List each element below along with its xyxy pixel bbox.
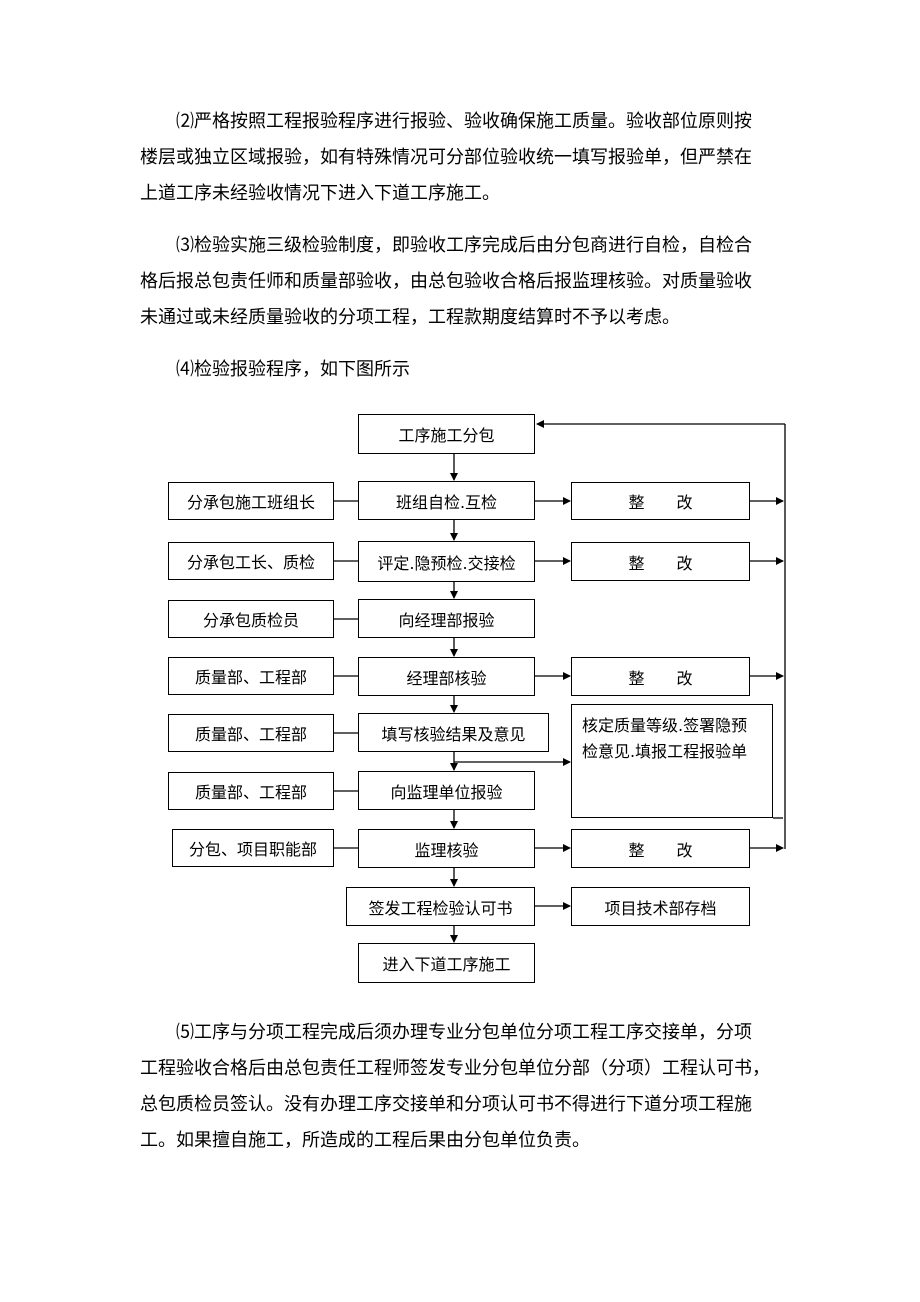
paragraph-4: ⑷检验报验程序，如下图所示 (140, 352, 790, 388)
step-report-to-supervisor: 向监理单位报验 (358, 771, 535, 810)
step-evaluation-inspection: 评定.隐预检.交接检 (358, 541, 535, 582)
text-line: ⑶检验实施三级检验制度，即验收工序完成后由分包商进行自检，自检合 (176, 235, 752, 256)
text-line: 格后报总包责任师和质量部验收，由总包验收合格后报监理核验。对质量验收 (140, 271, 752, 292)
rectify-box: 整 改 (571, 482, 750, 520)
paragraph-2: ⑵严格按照工程报验程序进行报验、验收确保施工质量。验收部位原则按 楼层或独立区域… (140, 104, 790, 212)
step-team-self-check: 班组自检.互检 (358, 481, 535, 520)
role-foreman-inspector: 分承包工长、质检 (168, 542, 334, 580)
text-line: ⑷检验报验程序，如下图所示 (176, 359, 410, 380)
step-fill-results: 填写核验结果及意见 (358, 713, 549, 752)
role-quality-engineering: 质量部、工程部 (168, 714, 334, 752)
rectify-box: 整 改 (571, 829, 750, 868)
text-line: 工。如果擅自施工，所造成的工程后果由分包单位负责。 (140, 1130, 590, 1151)
paragraph-3: ⑶检验实施三级检验制度，即验收工序完成后由分包商进行自检，自检合 格后报总包责任… (140, 228, 790, 336)
paragraph-5: ⑸工序与分项工程完成后须办理专业分包单位分项工程工序交接单，分项 工程验收合格后… (140, 1015, 790, 1159)
role-quality-engineering: 质量部、工程部 (168, 657, 334, 695)
rectify-box: 整 改 (571, 542, 750, 581)
text-line: ⑵严格按照工程报验程序进行报验、验收确保施工质量。验收部位原则按 (176, 111, 752, 132)
step-supervisor-verify: 监理核验 (358, 829, 535, 868)
role-subcontract-functions: 分包、项目职能部 (172, 829, 334, 867)
role-team-leader: 分承包施工班组长 (168, 482, 334, 520)
text-line: 上道工序未经验收情况下进入下道工序施工。 (140, 183, 500, 204)
step-report-to-department: 向经理部报验 (358, 599, 535, 638)
role-quality-inspector: 分承包质检员 (168, 600, 334, 638)
text-line: ⑸工序与分项工程完成后须办理专业分包单位分项工程工序交接单，分项 (176, 1022, 752, 1043)
text-line: 楼层或独立区域报验，如有特殊情况可分部位验收统一填写报验单，但严禁在 (140, 147, 752, 168)
role-quality-engineering: 质量部、工程部 (168, 772, 334, 810)
step-issue-certificate: 签发工程检验认可书 (346, 887, 535, 926)
text-line: 工程验收合格后由总包责任工程师签发专业分包单位分部（分项）工程认可书， (140, 1058, 770, 1079)
rectify-box: 整 改 (571, 657, 750, 696)
step-process-subcontract: 工序施工分包 (358, 414, 535, 454)
quality-grade-note: 核定质量等级.签署隐预检意见.填报工程报验单 (571, 704, 773, 818)
step-department-verify: 经理部核验 (358, 657, 535, 696)
step-next-process: 进入下道工序施工 (358, 943, 535, 983)
archive-box: 项目技术部存档 (571, 887, 750, 926)
text-line: 总包质检员签认。没有办理工序交接单和分项认可书不得进行下道分项工程施 (140, 1094, 752, 1115)
text-line: 未通过或未经质量验收的分项工程，工程款期度结算时不予以考虑。 (140, 307, 680, 328)
